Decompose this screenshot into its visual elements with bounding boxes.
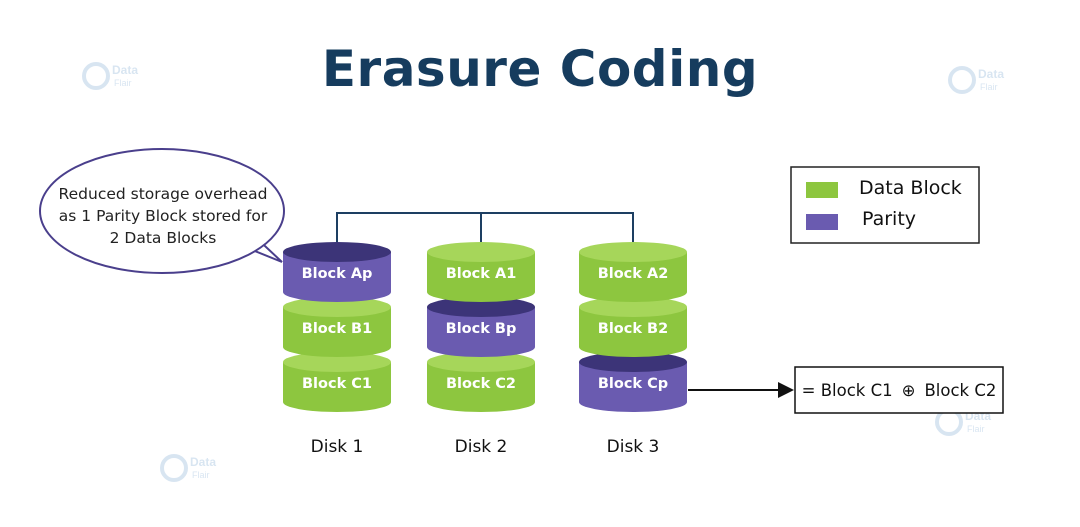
block-label: Block A1	[445, 266, 517, 282]
data-block-cylinder	[283, 352, 391, 412]
legend-label-parity: Parity	[862, 208, 917, 230]
block-label: Block B2	[597, 321, 669, 337]
callout-line: Reduced storage overhead	[58, 185, 268, 203]
formula-suffix: Block C2	[924, 380, 997, 400]
block-label: Block C2	[445, 376, 516, 392]
svg-text:Flair: Flair	[980, 82, 998, 92]
watermark-logo: Data Flair	[948, 62, 1018, 103]
data-block-cylinder	[427, 352, 535, 412]
block-label: Block Bp	[445, 321, 517, 337]
block-label: Block Ap	[301, 266, 373, 282]
callout-line: 2 Data Blocks	[109, 229, 217, 247]
watermark-logo: Data Flair	[82, 58, 152, 99]
svg-text:Flair: Flair	[967, 424, 985, 434]
formula-box	[794, 366, 1004, 414]
block-label: Block B1	[301, 321, 373, 337]
callout-bubble	[39, 148, 285, 274]
legend	[790, 166, 980, 244]
disk-label: Disk 2	[454, 437, 508, 457]
svg-text:Flair: Flair	[192, 470, 210, 480]
formula-arrow	[688, 382, 794, 398]
block-label: Block A2	[597, 266, 669, 282]
svg-text:Data: Data	[112, 63, 138, 77]
svg-text:Data: Data	[978, 67, 1004, 81]
disk-stacks	[283, 242, 687, 412]
data-block-cylinder	[283, 297, 391, 357]
block-label: Block Cp	[597, 376, 669, 392]
watermark-logo: Data Flair	[160, 450, 230, 491]
legend-label-data: Data Block	[859, 177, 962, 199]
block-label: Block C1	[301, 376, 372, 392]
data-block-cylinder	[579, 242, 687, 302]
disk-label: Disk 3	[606, 437, 660, 457]
callout-text: Reduced storage overhead as 1 Parity Blo…	[44, 183, 282, 249]
svg-text:Flair: Flair	[114, 78, 132, 88]
xor-icon: ⊕	[901, 380, 916, 400]
callout-line: as 1 Parity Block stored for	[58, 207, 268, 225]
page-title: Erasure Coding	[321, 40, 759, 98]
data-block-cylinder	[427, 242, 535, 302]
formula-prefix: = Block C1	[801, 380, 893, 400]
disk-label: Disk 1	[310, 437, 364, 457]
parity-block-cylinder	[283, 242, 391, 302]
legend-swatch-data	[806, 182, 838, 198]
parity-block-cylinder	[427, 297, 535, 357]
formula-text: = Block C1 ⊕ Block C2	[795, 367, 1003, 413]
parity-block-cylinder	[579, 352, 687, 412]
svg-text:Data: Data	[190, 455, 216, 469]
legend-swatch-parity	[806, 214, 838, 230]
data-block-cylinder	[579, 297, 687, 357]
